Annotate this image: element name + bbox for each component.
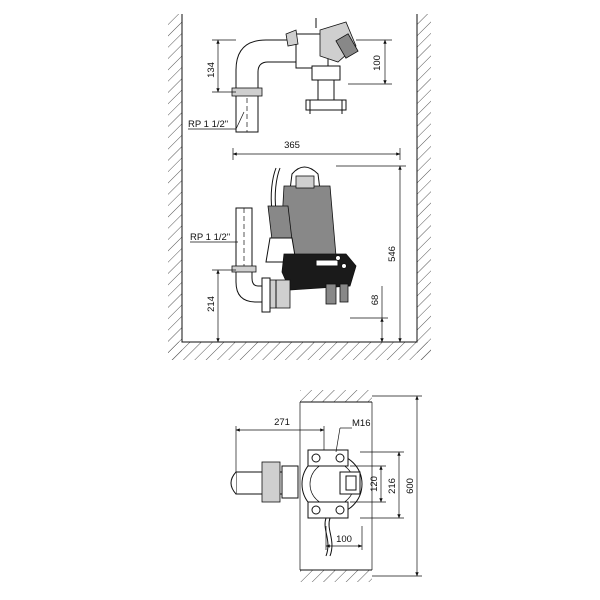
dimension-271: 271 (235, 417, 325, 472)
discharge-pipe-mid (231, 207, 271, 313)
label-600: 600 (405, 478, 416, 494)
plan-bottom-wall (300, 570, 372, 582)
label-m16-group: M16 (335, 418, 370, 453)
dimension-100-top: 100 (348, 39, 392, 85)
label-216: 216 (387, 478, 398, 494)
pump-assembly (265, 166, 357, 309)
dimension-600: 600 (372, 395, 422, 577)
sump-walls (168, 14, 431, 360)
label-120: 120 (369, 476, 380, 492)
label-rp-top: RP 1 1/2" (188, 119, 228, 130)
label-214: 214 (206, 296, 217, 312)
dimension-120: 120 (350, 465, 386, 503)
top-coupling-detail (231, 18, 359, 133)
plan-view-walls (299, 390, 373, 582)
dimension-365: 365 (232, 140, 401, 160)
rp-label-mid: RP 1 1/2" (190, 232, 238, 243)
sump-right-wall (417, 14, 431, 360)
label-271: 271 (274, 417, 290, 428)
label-134: 134 (206, 62, 217, 78)
dimension-214: 214 (206, 269, 236, 343)
plan-view-pump (230, 449, 363, 557)
plan-top-wall (300, 390, 372, 402)
label-365: 365 (284, 140, 300, 151)
dimension-216: 216 (360, 451, 404, 519)
dimension-100-bottom: 100 (325, 526, 363, 550)
label-68: 68 (370, 295, 381, 306)
label-rp-mid: RP 1 1/2" (190, 232, 230, 243)
dimension-68: 68 (350, 286, 388, 343)
label-100-bottom: 100 (336, 534, 352, 545)
label-m16: M16 (352, 418, 370, 429)
rp-label-top: RP 1 1/2" (188, 111, 245, 130)
sump-floor (168, 342, 431, 360)
label-546: 546 (387, 246, 398, 262)
sump-left-wall (168, 14, 182, 360)
dimension-134: 134 (206, 39, 236, 93)
dimension-546: 546 (336, 165, 406, 343)
label-100-top: 100 (372, 55, 383, 71)
